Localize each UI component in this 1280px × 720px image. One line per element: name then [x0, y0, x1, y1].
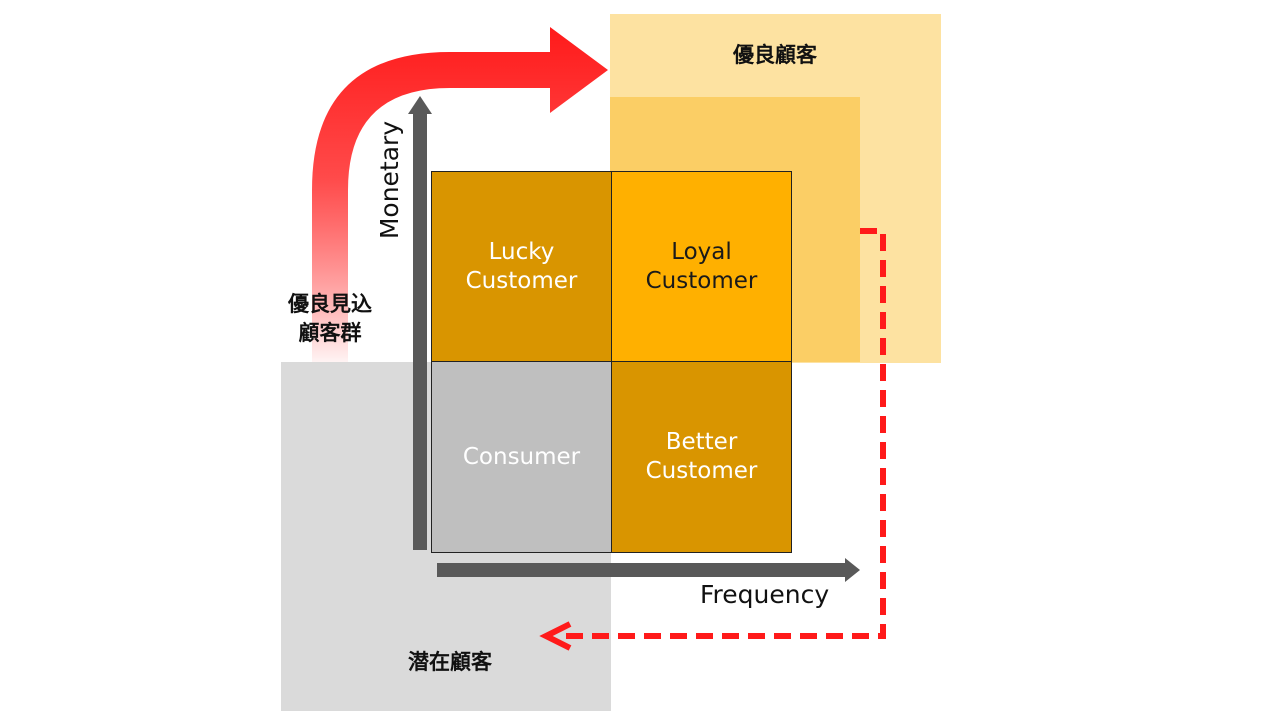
prospect-group-label: 優良見込 顧客群 — [288, 292, 372, 345]
potential-customer-label: 潜在顧客 — [408, 650, 492, 674]
quadrant-label: Better Customer — [645, 429, 758, 484]
upgrade-curved-arrow — [312, 27, 608, 362]
churn-dashed-arrow — [539, 228, 886, 651]
top-customer-label: 優良顧客 — [733, 43, 817, 67]
quadrant-consumer: Consumer — [431, 361, 612, 553]
x-axis-label: Frequency — [700, 580, 830, 609]
quadrant-better-customer: Better Customer — [611, 361, 792, 553]
quadrant-label: Loyal Customer — [645, 238, 758, 294]
quadrant-label: Lucky Customer — [465, 238, 578, 294]
quadrant-lucky-customer: Lucky Customer — [431, 171, 612, 362]
y-axis-arrow — [408, 96, 432, 550]
x-axis-arrow — [437, 558, 860, 582]
quadrant-loyal-customer: Loyal Customer — [611, 171, 792, 362]
y-axis-label: Monetary — [375, 120, 404, 240]
quadrant-label: Consumer — [462, 443, 581, 470]
